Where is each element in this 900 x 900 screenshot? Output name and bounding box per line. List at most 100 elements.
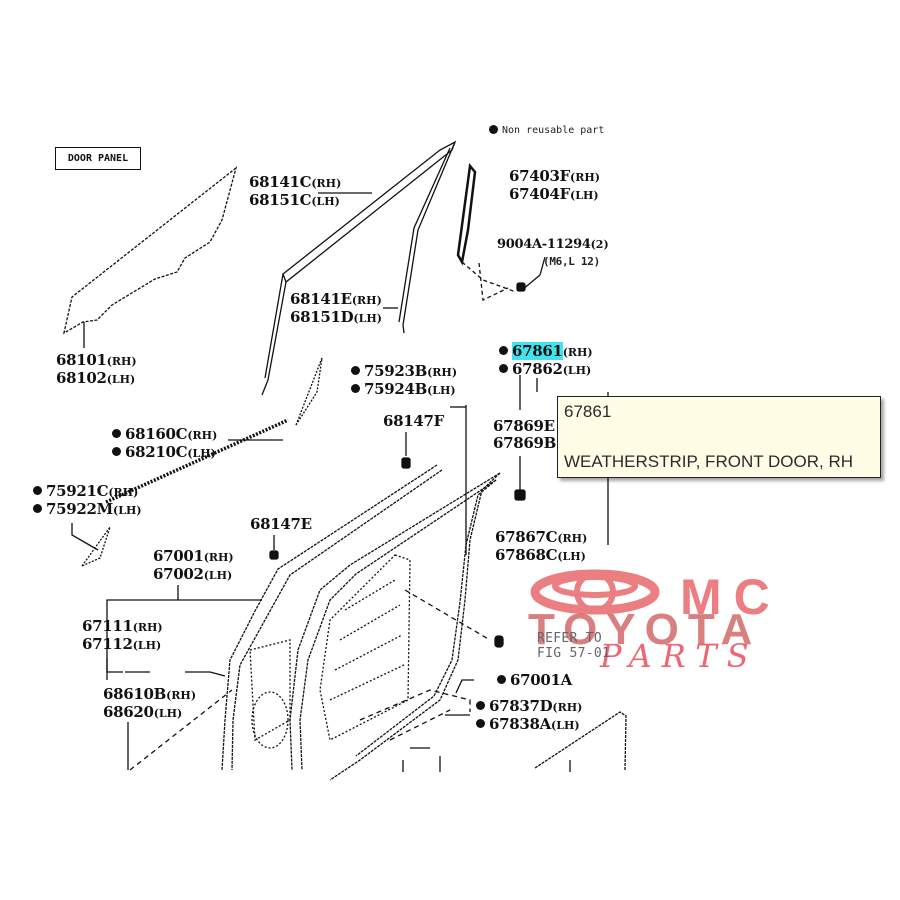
section-label-door-panel: DOOR PANEL (55, 147, 141, 170)
non-reusable-dot-icon (489, 125, 498, 134)
frame-moulding-shape (282, 140, 457, 284)
side-label: (RH) (311, 177, 342, 190)
side-label: (LH) (203, 569, 233, 582)
part-number[interactable]: 68151D (290, 308, 354, 326)
refer-line-2: FIG 57-01 (537, 646, 611, 661)
side-label: (RH) (166, 689, 197, 702)
part-number[interactable]: 67111 (82, 617, 133, 635)
side-label: (LH) (551, 719, 580, 732)
callout-68147e[interactable]: 68147E (250, 516, 312, 533)
callout-67111[interactable]: 67111(RH) 67112(LH) (82, 618, 163, 654)
part-number[interactable]: 67869B (493, 434, 557, 452)
watermark-parts: PARTS (600, 637, 759, 675)
side-label: (RH) (108, 486, 139, 499)
part-number-highlighted[interactable]: 67861 (512, 342, 563, 360)
side-label: (LH) (113, 504, 142, 517)
watermark-toyota: TOYOTA (528, 605, 762, 654)
non-reusable-dot-icon (33, 504, 42, 513)
part-number[interactable]: 67403F (509, 167, 571, 185)
side-label: (LH) (562, 364, 592, 377)
non-reusable-dot-icon (351, 366, 360, 375)
part-number[interactable]: 68610B (103, 685, 167, 703)
callout-67837d[interactable]: 67837D(RH) 67838A(LH) (476, 698, 582, 734)
part-number[interactable]: 67001A (510, 671, 573, 689)
refer-note: REFER TO FIG 57-01 (537, 631, 610, 661)
part-tooltip: 67861 WEATHERSTRIP, FRONT DOOR, RH (557, 396, 881, 478)
refer-line-1: REFER TO (537, 631, 603, 646)
side-label: (RH) (132, 621, 163, 634)
part-number[interactable]: 68102 (56, 369, 107, 387)
part-number[interactable]: 67867C (495, 528, 558, 546)
side-label: (2) (590, 238, 609, 251)
part-number[interactable]: 68141E (290, 290, 352, 308)
part-number[interactable]: 68147F (383, 412, 445, 430)
callout-67403f[interactable]: 67403F(RH) 67404F(LH) (509, 168, 600, 204)
toyota-emblem-watermark (530, 569, 660, 615)
callout-67869e[interactable]: 67869E 67869B (493, 418, 556, 452)
callout-67001a[interactable]: 67001A (497, 672, 572, 689)
part-number[interactable]: 68147E (250, 515, 312, 533)
callout-75923b[interactable]: 75923B(RH) 75924B(LH) (351, 363, 457, 399)
part-number[interactable]: 68141C (249, 173, 312, 191)
tooltip-description: WEATHERSTRIP, FRONT DOOR, RH (564, 452, 854, 471)
side-label: (RH) (187, 429, 218, 442)
side-label: (LH) (311, 195, 340, 208)
part-number[interactable]: 68620 (103, 703, 154, 721)
callout-68147f[interactable]: 68147F (383, 413, 444, 430)
non-reusable-dot-icon (33, 486, 42, 495)
part-number[interactable]: 68210C (125, 443, 188, 461)
tooltip-part-number: 67861 (564, 402, 612, 421)
legend-non-reusable: Non reusable part (489, 125, 604, 136)
part-number[interactable]: 68151C (249, 191, 312, 209)
side-label: (LH) (557, 550, 586, 563)
callout-68141e[interactable]: 68141E(RH) 68151D(LH) (290, 291, 382, 327)
side-label: (RH) (562, 346, 593, 359)
part-number[interactable]: 68101 (56, 351, 107, 369)
side-label: (LH) (187, 447, 216, 460)
part-number[interactable]: 67868C (495, 546, 558, 564)
part-number[interactable]: 75924B (364, 380, 428, 398)
part-number[interactable]: 67112 (82, 635, 133, 653)
side-label: (LH) (153, 707, 183, 720)
side-label: (RH) (203, 551, 234, 564)
belt-moulding-shape (105, 418, 289, 504)
side-label: (LH) (106, 373, 136, 386)
callout-9004a[interactable]: 9004A-11294(2) (M6,L 12) (497, 236, 609, 270)
part-number[interactable]: 67001 (153, 547, 204, 565)
part-number[interactable]: 67869E (493, 417, 555, 435)
callout-68610b[interactable]: 68610B(RH) 68620(LH) (103, 686, 196, 722)
side-label: (LH) (132, 639, 162, 652)
part-number[interactable]: 67404F (509, 185, 571, 203)
side-label: (LH) (570, 189, 599, 202)
callout-75921c[interactable]: 75921C(RH) 75922M(LH) (33, 483, 142, 519)
non-reusable-dot-icon (351, 384, 360, 393)
part-number[interactable]: 75921C (46, 482, 109, 500)
callout-68160c[interactable]: 68160C(RH) 68210C(LH) (112, 426, 217, 462)
non-reusable-dot-icon (112, 429, 121, 438)
side-label: (LH) (353, 312, 382, 325)
part-number[interactable]: 68160C (125, 425, 188, 443)
callout-67861[interactable]: 67861(RH) 67862(LH) (499, 342, 593, 379)
callout-67867c[interactable]: 67867C(RH) 67868C(LH) (495, 529, 587, 565)
legend-text: Non reusable part (502, 125, 605, 136)
non-reusable-dot-icon (497, 675, 506, 684)
watermark-mc: MC (680, 569, 782, 625)
weatherstrip-shape (329, 472, 501, 781)
part-number[interactable]: 67002 (153, 565, 204, 583)
part-number[interactable]: 67862 (512, 360, 563, 378)
part-number[interactable]: 75923B (364, 362, 428, 380)
callout-68101[interactable]: 68101(RH) 68102(LH) (56, 352, 137, 388)
door-glass-shape (63, 166, 238, 335)
callout-68141c[interactable]: 68141C(RH) 68151C(LH) (249, 174, 341, 210)
part-number[interactable]: 67838A (489, 715, 552, 733)
part-number[interactable]: 9004A-11294 (497, 237, 591, 252)
non-reusable-dot-icon (476, 719, 485, 728)
side-label: (RH) (557, 532, 588, 545)
callout-67001[interactable]: 67001(RH) 67002(LH) (153, 548, 234, 584)
part-number[interactable]: 67837D (489, 697, 553, 715)
non-reusable-dot-icon (476, 701, 485, 710)
part-number[interactable]: 75922M (46, 500, 113, 518)
side-label: (LH) (427, 384, 456, 397)
